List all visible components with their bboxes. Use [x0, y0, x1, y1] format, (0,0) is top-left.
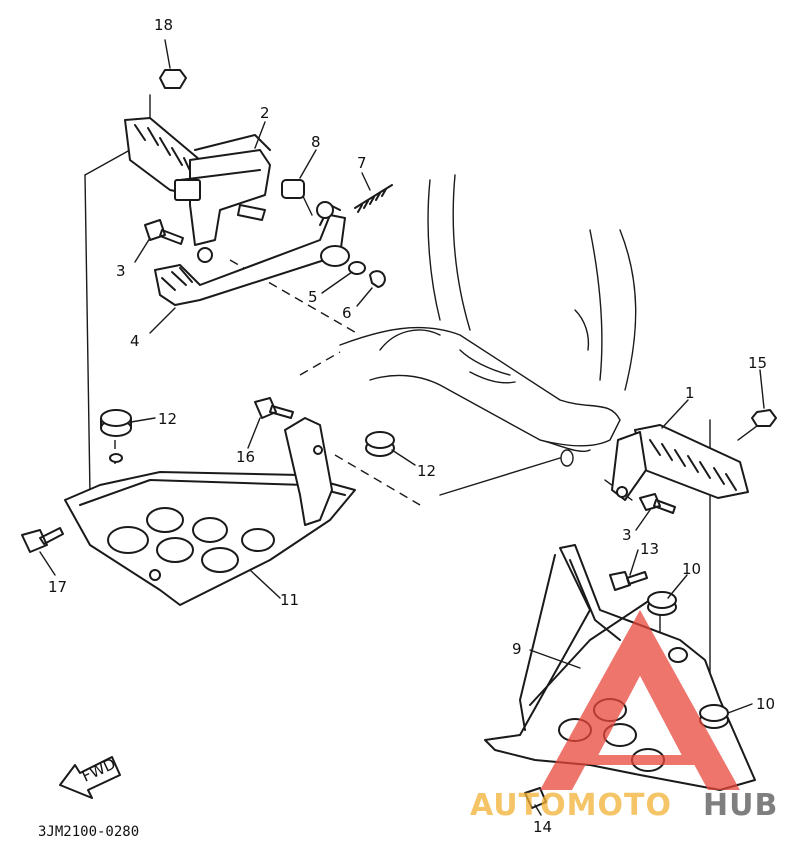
watermark-logo: AUTOMOTO HUB: [470, 610, 778, 823]
callout-8: 8: [311, 133, 321, 151]
clip-6: [369, 270, 386, 288]
watermark-text-part2: HUB: [703, 788, 778, 823]
bolt-3-right: [639, 493, 676, 514]
callout-10-bottom: 10: [756, 695, 775, 713]
callout-7: 7: [357, 154, 367, 172]
callout-17: 17: [48, 578, 67, 596]
callout-12-right: 12: [417, 462, 436, 480]
bolts-16-17: [21, 397, 294, 553]
spring-7: [354, 184, 393, 213]
bolt-13: [609, 571, 648, 591]
callout-1: 1: [685, 384, 695, 402]
logo-triangle: [540, 610, 740, 790]
pin-8: [281, 179, 305, 199]
callout-11: 11: [280, 591, 299, 609]
nut-18: [159, 69, 187, 89]
left-footrest-bracket: [124, 117, 271, 263]
callout-leaders: [39, 39, 765, 816]
callout-numbers: 18 2 8 7 3 4 5 6 12 16 12 17 11 1 15 3 1…: [48, 16, 775, 836]
bolt-3-left: [144, 219, 184, 245]
callout-13: 13: [640, 540, 659, 558]
right-footrest: [611, 409, 777, 514]
grommets-12: [100, 409, 395, 463]
callout-15: 15: [748, 354, 767, 372]
diagram-code: 3JM2100-0280: [38, 824, 139, 840]
callout-6: 6: [342, 304, 352, 322]
callout-9: 9: [512, 640, 522, 658]
brake-pedal: [154, 201, 350, 306]
callout-12-left: 12: [158, 410, 177, 428]
callout-3-left: 3: [116, 262, 126, 280]
callout-14: 14: [533, 818, 552, 836]
nut-15: [751, 409, 777, 427]
callout-16: 16: [236, 448, 255, 466]
callout-18: 18: [154, 16, 173, 34]
forward-arrow: FWD: [59, 755, 121, 799]
callout-4: 4: [130, 332, 140, 350]
frame-outline: [339, 174, 637, 467]
callout-3-right: 3: [622, 526, 632, 544]
callout-2: 2: [260, 104, 270, 122]
bolt-14: [524, 787, 547, 809]
callout-5: 5: [308, 288, 318, 306]
watermark-text-part1: AUTOMOTO: [470, 788, 672, 823]
callout-10-top: 10: [682, 560, 701, 578]
small-parts-left: [144, 69, 393, 288]
left-guard-plate: [64, 417, 356, 606]
washer-5: [348, 261, 366, 275]
